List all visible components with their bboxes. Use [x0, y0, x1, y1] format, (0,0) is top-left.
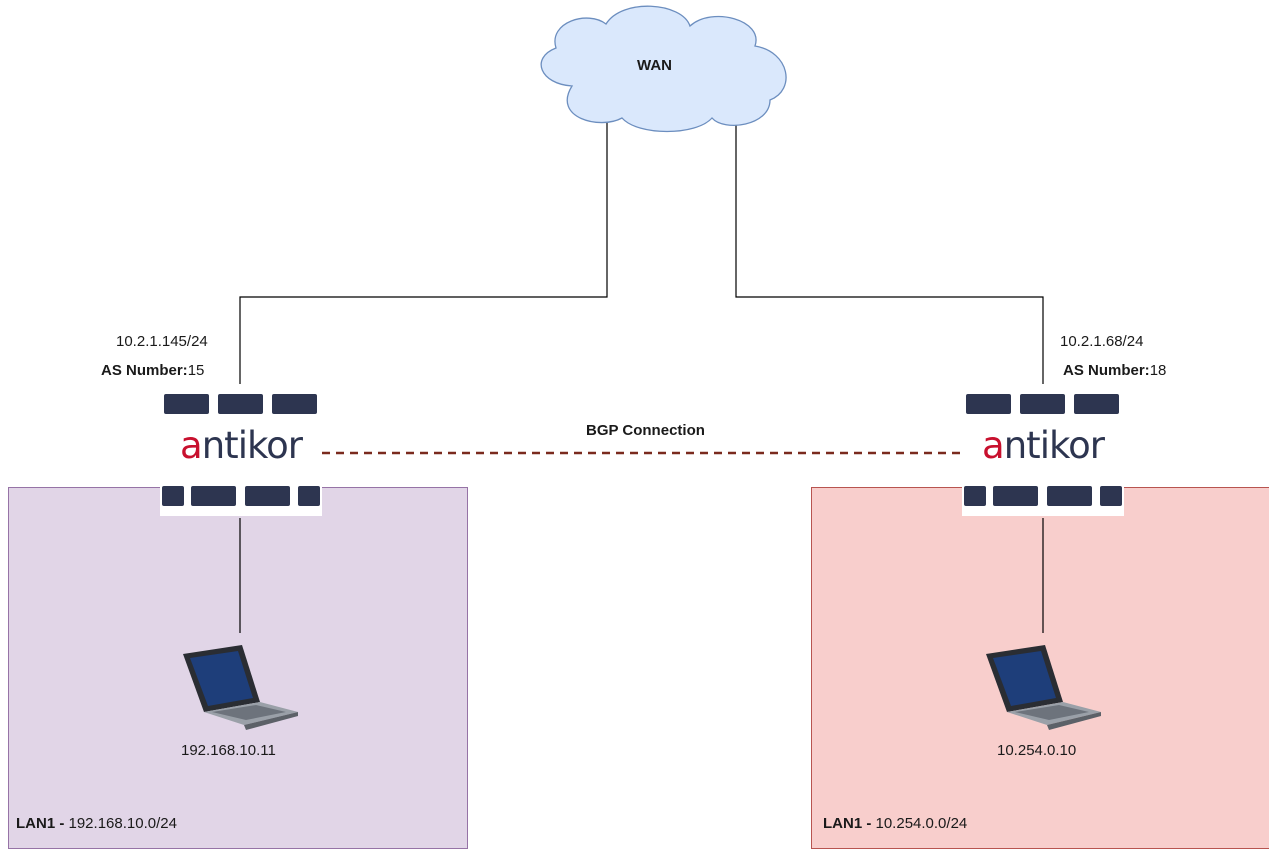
wan-cloud — [540, 5, 787, 133]
firewall-brick — [964, 486, 986, 506]
firewall-brick — [245, 486, 290, 506]
left-lan-name: LAN1 - — [16, 815, 69, 832]
firewall-icon-left: antikor — [160, 384, 322, 516]
firewall-brick — [993, 486, 1038, 506]
right-as-value: 18 — [1149, 362, 1167, 379]
left-host-ip: 192.168.10.11 — [181, 742, 276, 759]
left-lan-subnet: 192.168.10.0/24 — [68, 815, 177, 832]
right-lan-label: LAN1 - 10.254.0.0/24 — [823, 815, 967, 832]
firewall-brick — [162, 486, 184, 506]
bgp-connection-label: BGP Connection — [586, 422, 705, 439]
wan-link-left — [239, 112, 608, 388]
wan-link-right — [735, 118, 1044, 388]
wan-label: WAN — [637, 57, 672, 74]
antikor-logo: antikor — [180, 424, 303, 467]
firewall-brick — [191, 486, 236, 506]
firewall-brick — [966, 394, 1011, 414]
firewall-brick — [1020, 394, 1065, 414]
right-as-number: AS Number:18 — [1063, 362, 1166, 379]
right-lan-subnet: 10.254.0.0/24 — [875, 815, 968, 832]
left-lan-label: LAN1 - 192.168.10.0/24 — [16, 815, 177, 832]
antikor-logo: antikor — [982, 424, 1105, 467]
firewall-brick — [1074, 394, 1119, 414]
firewall-brick — [1100, 486, 1122, 506]
firewall-icon-right: antikor — [962, 384, 1124, 516]
firewall-brick — [218, 394, 263, 414]
right-router-ip: 10.2.1.68/24 — [1060, 333, 1144, 350]
firewall-brick — [298, 486, 320, 506]
left-as-value: 15 — [187, 362, 205, 379]
laptop-icon-right — [986, 645, 1101, 730]
firewall-brick — [1047, 486, 1092, 506]
left-as-label: AS Number: — [101, 362, 188, 379]
firewall-brick — [272, 394, 317, 414]
right-as-label: AS Number: — [1063, 362, 1150, 379]
left-router-ip: 10.2.1.145/24 — [116, 333, 208, 350]
left-as-number: AS Number:15 — [101, 362, 204, 379]
firewall-brick — [164, 394, 209, 414]
right-lan-name: LAN1 - — [823, 815, 876, 832]
right-host-ip: 10.254.0.10 — [997, 742, 1077, 759]
laptop-icon-left — [183, 645, 298, 730]
